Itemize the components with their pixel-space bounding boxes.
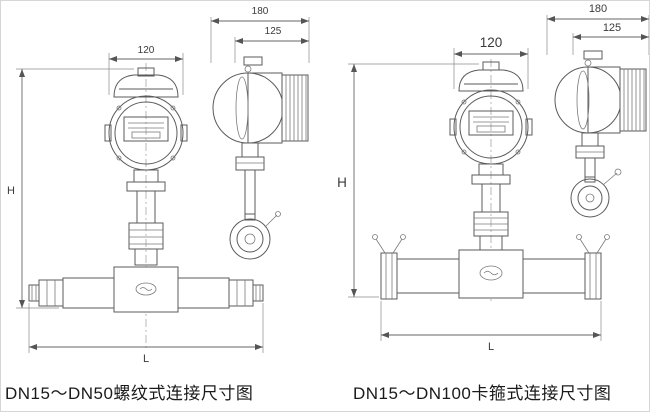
dim-label-side-partial: 125	[603, 22, 621, 34]
flowmeter-dimension-drawing: 120 H L 180 125	[7, 3, 649, 365]
dim-label-length: L	[143, 353, 149, 365]
caption-clamp-connection: DN15～DN100卡箍式连接尺寸图	[353, 384, 612, 403]
dim-label-head-width: 120	[480, 35, 503, 50]
caption-threaded-connection: DN15～DN50螺纹式连接尺寸图	[5, 384, 254, 403]
figure-threaded-side-view: 180 125	[210, 6, 310, 260]
dim-label-length: L	[488, 341, 494, 353]
clamp-fitting-right	[584, 252, 602, 300]
brand-logo-mark	[479, 265, 503, 281]
dim-label-head-width: 120	[138, 45, 155, 56]
brand-logo-mark	[135, 282, 157, 296]
display-window	[123, 116, 169, 142]
dim-label-side-overall: 180	[589, 3, 607, 15]
threaded-union-nut	[229, 218, 271, 260]
figure-clamp-side-view: 180 125	[546, 3, 649, 218]
display-window	[468, 110, 514, 136]
dim-label-height: H	[337, 175, 347, 190]
figure-clamp-front-view: 120 H L	[337, 35, 610, 353]
clamp-ring	[570, 178, 610, 218]
dim-label-side-partial: 125	[265, 26, 282, 37]
dim-label-side-overall: 180	[252, 6, 269, 17]
clamp-fitting-left	[380, 252, 398, 300]
figure-threaded-front-view: 120 H L	[7, 45, 264, 365]
dim-label-height: H	[7, 185, 15, 197]
